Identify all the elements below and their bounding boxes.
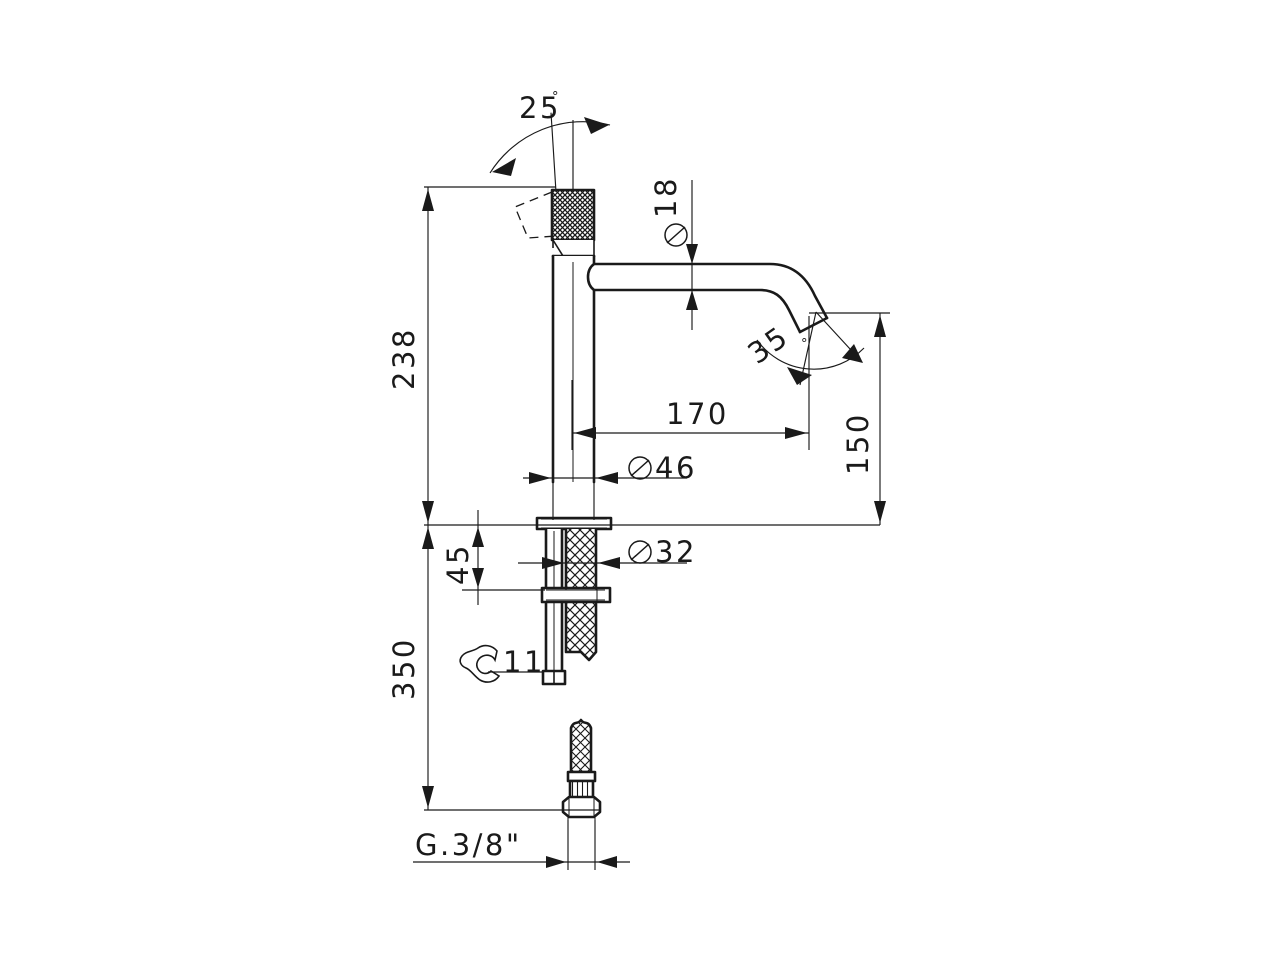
dimension-dia-32: 32	[518, 535, 697, 590]
dimension-depth-45: 45	[441, 510, 545, 605]
dim-label-45: 45	[441, 543, 475, 585]
dim-label-350: 350	[387, 637, 421, 700]
dimension-height-150: 150	[809, 312, 890, 525]
dim-label-angle-25: 25	[519, 91, 561, 125]
knurled-handle	[550, 188, 596, 258]
dimension-reach-170: 170	[571, 316, 810, 450]
dim-label-wrench-11: 11	[503, 645, 545, 679]
callout-thread-g38: G.3/8"	[413, 820, 630, 870]
dim-label-238: 238	[387, 327, 421, 390]
degree-symbol-25: °	[552, 90, 559, 105]
dimension-dia-18: 18	[649, 176, 698, 330]
dim-label-dia-32: 32	[655, 535, 697, 569]
tap-geometry	[535, 188, 829, 860]
dim-label-150: 150	[841, 412, 875, 475]
dimension-height-238: 238	[387, 186, 880, 526]
flexible-hose	[561, 718, 602, 860]
dimension-dia-46: 46	[523, 451, 697, 520]
dim-label-dia-18: 18	[649, 176, 683, 218]
vertical-body	[551, 254, 596, 484]
curved-spout	[586, 262, 829, 334]
dimension-total-350: 350	[387, 525, 600, 811]
supply-tube	[541, 527, 567, 686]
dim-label-angle-35: 35	[742, 319, 796, 371]
dim-label-170: 170	[666, 397, 729, 431]
dim-label-dia-46: 46	[655, 451, 697, 485]
dim-label-thread-g38: G.3/8"	[415, 828, 522, 862]
mounting-nut	[540, 586, 612, 604]
callout-wrench-11: 11	[459, 644, 545, 683]
dimension-angle-25: 25 °	[489, 90, 611, 239]
base-flange	[535, 516, 613, 531]
degree-symbol-35: °	[801, 337, 808, 352]
